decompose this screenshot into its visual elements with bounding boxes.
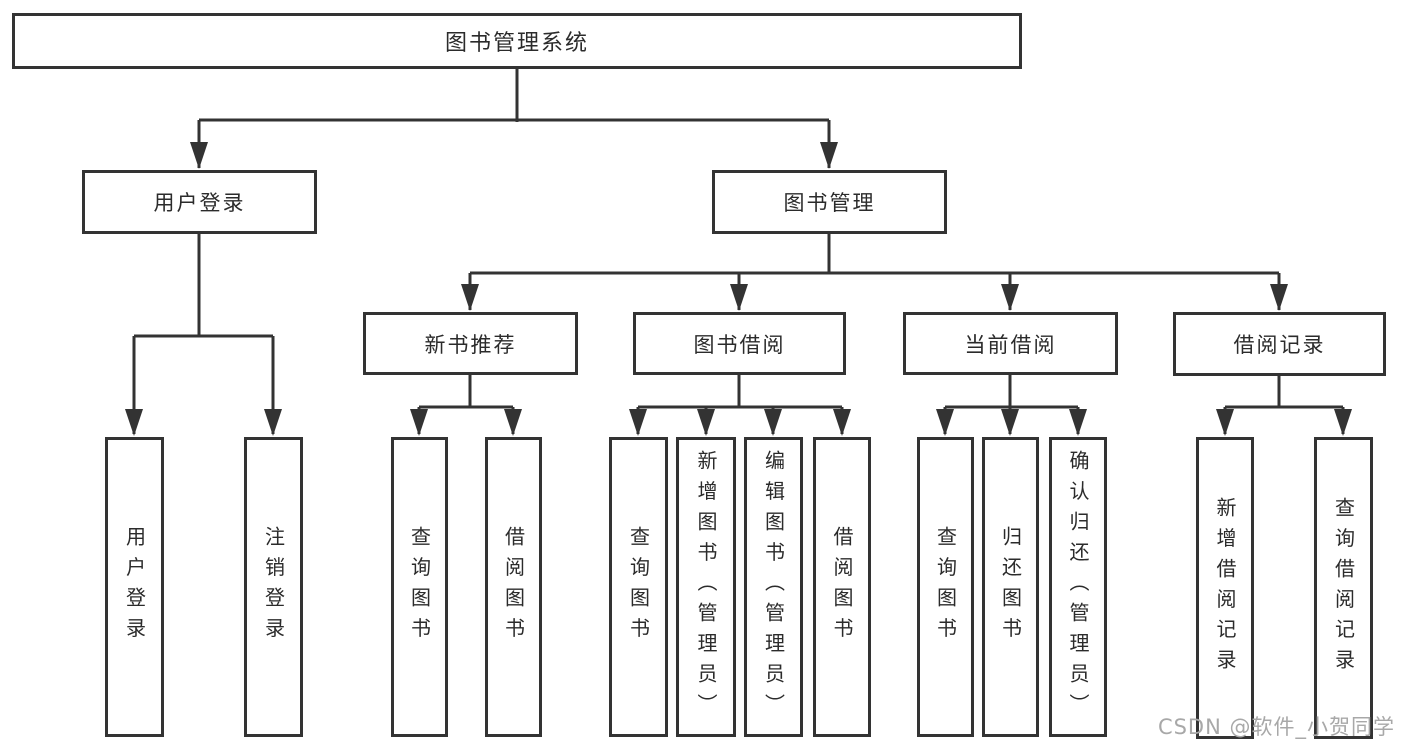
arrow-down-icon xyxy=(764,409,782,436)
node-library-system: 图书管理系统 xyxy=(12,13,1022,69)
node-new-book-recommend-label: 新书推荐 xyxy=(424,332,517,357)
leaf-add-books-admin: 新增图书（管理员） xyxy=(676,437,736,737)
leaf-confirm-return-admin: 确认归还（管理员） xyxy=(1049,437,1107,737)
node-library-system-label: 图书管理系统 xyxy=(444,31,589,56)
node-book-management-label: 图书管理 xyxy=(783,191,876,215)
node-book-borrow: 图书借阅 xyxy=(633,312,846,375)
leaf-add-borrow-record: 新增借阅记录 xyxy=(1196,437,1254,739)
leaf-label: 借阅图书 xyxy=(830,526,854,648)
leaf-query-borrow-record: 查询借阅记录 xyxy=(1314,437,1373,739)
leaf-edit-books-admin: 编辑图书（管理员） xyxy=(744,437,803,737)
node-book-management: 图书管理 xyxy=(712,170,947,234)
leaf-label: 用户登录 xyxy=(122,526,147,648)
leaf-label: 归还图书 xyxy=(998,526,1023,648)
leaf-query-books-borrow: 查询图书 xyxy=(609,437,668,737)
leaf-label: 查询图书 xyxy=(933,526,958,648)
leaf-label: 编辑图书（管理员） xyxy=(761,450,786,724)
leaf-label: 新增借阅记录 xyxy=(1213,496,1237,680)
leaf-label: 注销登录 xyxy=(261,526,286,648)
arrow-down-icon xyxy=(1069,409,1087,436)
leaf-return-books: 归还图书 xyxy=(982,437,1039,737)
arrow-down-icon xyxy=(936,409,954,436)
node-current-borrow: 当前借阅 xyxy=(903,312,1118,375)
watermark: CSDN @软件_小贺同学 xyxy=(1157,715,1395,739)
arrow-down-icon xyxy=(461,284,479,311)
node-book-borrow-label: 图书借阅 xyxy=(693,332,786,357)
arrow-down-icon xyxy=(410,409,428,436)
arrow-down-icon xyxy=(730,284,748,311)
leaf-borrow-books: 借阅图书 xyxy=(813,437,871,737)
arrow-down-icon xyxy=(1001,409,1019,436)
leaf-label: 查询图书 xyxy=(407,526,432,648)
arrow-down-icon xyxy=(1216,409,1234,436)
arrow-down-icon xyxy=(125,409,143,436)
arrow-down-icon xyxy=(1001,284,1019,311)
arrowheads xyxy=(125,142,1352,436)
leaf-borrow-books-recommend: 借阅图书 xyxy=(485,437,542,737)
leaf-label: 新增图书（管理员） xyxy=(694,450,718,724)
arrow-down-icon xyxy=(1270,284,1288,311)
node-borrow-records: 借阅记录 xyxy=(1173,312,1386,376)
node-user-login: 用户登录 xyxy=(82,170,317,234)
arrow-down-icon xyxy=(504,409,522,436)
leaf-label: 借阅图书 xyxy=(501,526,526,648)
arrow-down-icon xyxy=(264,409,282,436)
leaf-label: 查询图书 xyxy=(626,526,651,648)
arrow-down-icon xyxy=(190,142,208,169)
node-current-borrow-label: 当前借阅 xyxy=(964,332,1057,357)
leaf-logout: 注销登录 xyxy=(244,437,303,737)
leaf-label: 确认归还（管理员） xyxy=(1066,450,1090,724)
leaf-label: 查询借阅记录 xyxy=(1331,496,1356,680)
leaf-query-books-current: 查询图书 xyxy=(917,437,974,737)
tree-connector-path xyxy=(132,68,1345,434)
connector-lines xyxy=(132,68,1345,434)
node-new-book-recommend: 新书推荐 xyxy=(363,312,578,375)
arrow-down-icon xyxy=(1334,409,1352,436)
leaf-query-books-recommend: 查询图书 xyxy=(391,437,448,737)
leaf-user-login: 用户登录 xyxy=(105,437,164,737)
node-user-login-label: 用户登录 xyxy=(153,191,246,215)
arrow-down-icon xyxy=(820,142,838,169)
arrow-down-icon xyxy=(629,409,647,436)
arrow-down-icon xyxy=(697,409,715,436)
arrow-down-icon xyxy=(833,409,851,436)
node-borrow-records-label: 借阅记录 xyxy=(1233,333,1326,357)
